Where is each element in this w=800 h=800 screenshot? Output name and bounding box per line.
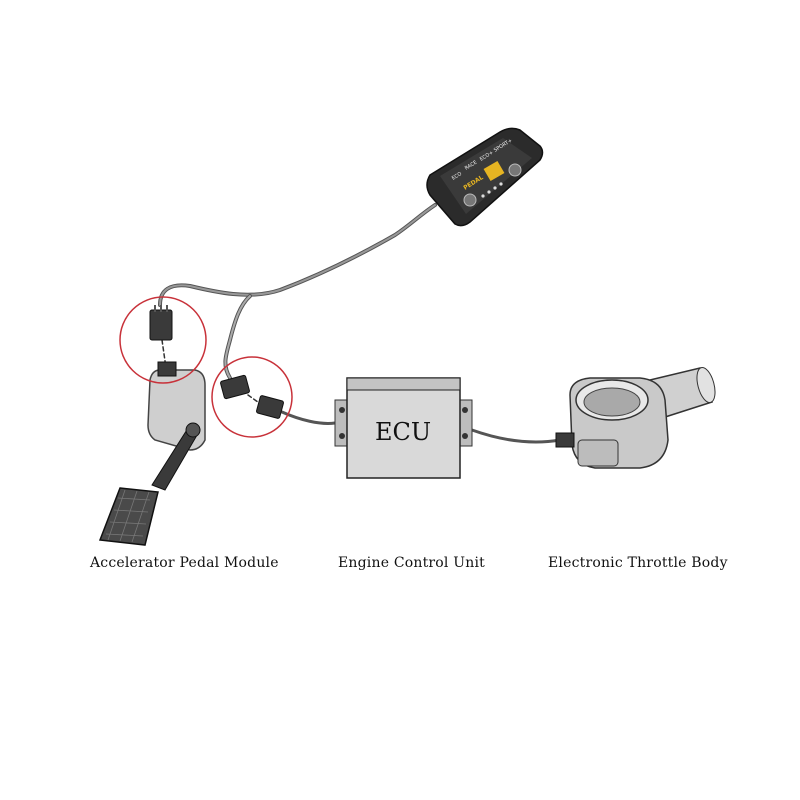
indicator-dot-icon [481,194,485,198]
pedal-module-label: Accelerator Pedal Module [90,555,279,571]
controller-face [440,138,532,214]
ecu-connector-highlight [211,356,293,438]
controller-left-button-icon [463,193,477,207]
ecu-screw-icon [462,407,468,413]
pedal-pad-texture [105,489,151,543]
ecu-screw-icon [339,407,345,413]
pedal-connector-highlight [119,296,207,384]
throttle-bore-inner [583,387,641,417]
connector-plug [149,309,173,341]
ecu-screw-icon [339,433,345,439]
wiring-harness [158,203,562,444]
ecu-harness-connectors [220,374,284,419]
throttle-pipe-end [696,366,716,404]
controller-cable [158,203,437,307]
pedal-socket [157,361,177,377]
ecu-top-edge [346,377,461,391]
accelerator-pedal-icon [98,361,206,546]
controller-logo-icon [483,160,505,182]
harness-branch [223,294,252,380]
throttle-motor [577,439,619,467]
ecu-screw-icon [462,433,468,439]
ecu-box: ECU [334,377,473,479]
throttle-connector [555,432,575,448]
ecu-input-wire [280,410,337,425]
pedal-harness-connector [149,305,173,341]
pedal-pad [98,487,159,546]
ecu-label: Engine Control Unit [338,555,485,571]
pedal-pivot [185,422,201,438]
controller-cable-outline [159,204,436,306]
connector-plug [256,395,284,419]
connector-plug [220,374,250,400]
indicator-dot-icon [499,182,503,186]
ecu-box-text: ECU [375,418,431,446]
throttle-wire [470,428,562,444]
ecu-body [346,377,461,479]
controller-button-label: ECO [451,171,463,182]
throttle-body-icon [555,366,716,469]
throttle-body-label: Electronic Throttle Body [548,555,728,571]
pedal-controller: ECO RACE ECO+ SPORT+ PEDAL [426,127,544,227]
indicator-dot-icon [493,186,497,190]
indicator-dot-icon [487,190,491,194]
controller-right-button-icon [508,163,522,177]
